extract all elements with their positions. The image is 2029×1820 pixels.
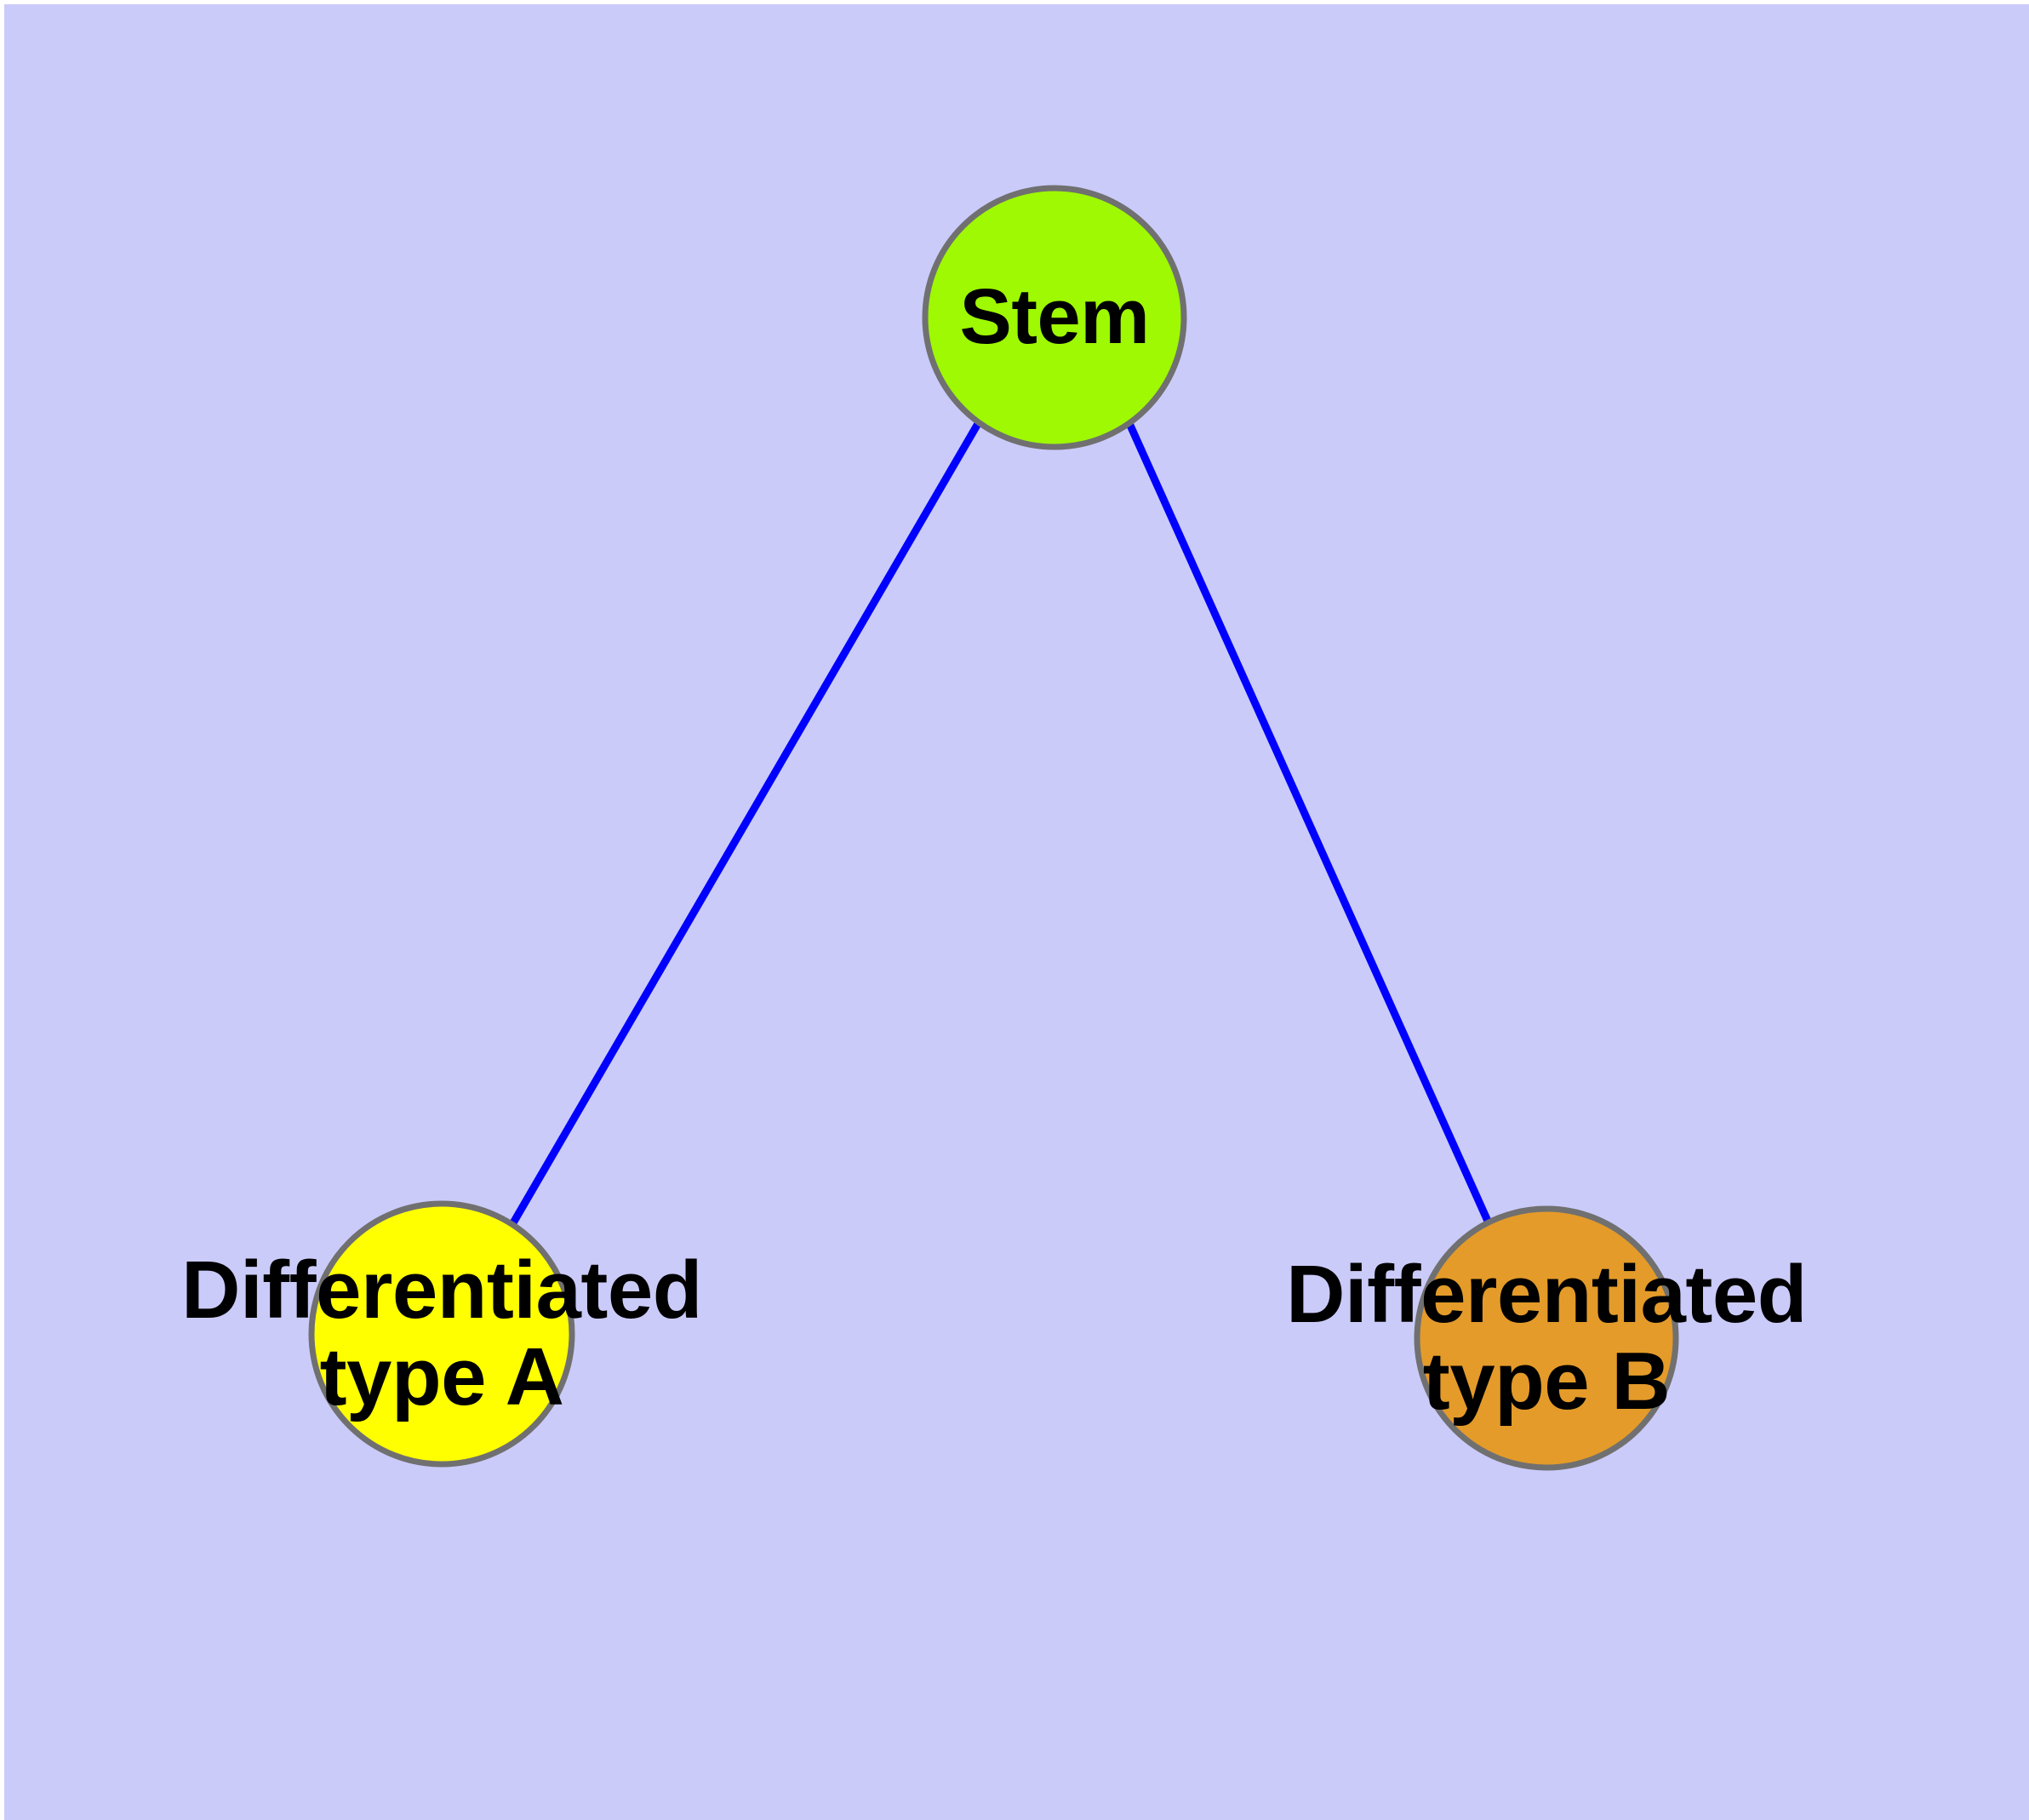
- node-differentiated-type-b[interactable]: [1414, 1205, 1679, 1471]
- node-stem[interactable]: [922, 185, 1187, 450]
- edges-group: [508, 418, 1495, 1228]
- edge-stem-to-differentiated-type-b[interactable]: [1123, 418, 1495, 1228]
- node-differentiated-type-a[interactable]: [308, 1200, 575, 1468]
- edge-stem-to-differentiated-type-a[interactable]: [508, 420, 982, 1228]
- nodes-group: [308, 185, 1679, 1471]
